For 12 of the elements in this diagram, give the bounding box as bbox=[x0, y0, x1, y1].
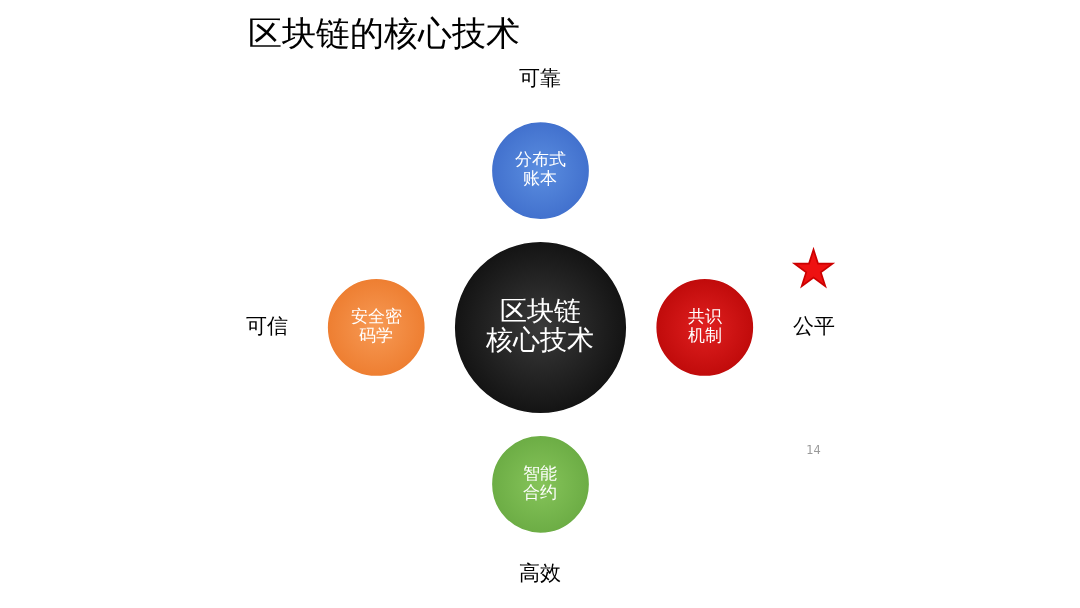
node-label: 高效 bbox=[519, 560, 561, 585]
node-circle: 安全密码学 bbox=[325, 277, 426, 378]
node-circle: 智能合约 bbox=[489, 434, 591, 535]
node-circle: 共识机制 bbox=[654, 277, 755, 378]
node-label: 可靠 bbox=[519, 66, 561, 91]
label: 14 bbox=[805, 442, 821, 457]
node-circle: 分布式账本 bbox=[489, 120, 591, 221]
node-label: 可信 bbox=[245, 313, 288, 338]
node-star bbox=[791, 246, 835, 289]
node-label: 公平 bbox=[792, 313, 835, 338]
node-circle: 区块链核心技术 bbox=[452, 240, 628, 415]
diagram-title: 区块链的核心技术 bbox=[247, 12, 520, 53]
